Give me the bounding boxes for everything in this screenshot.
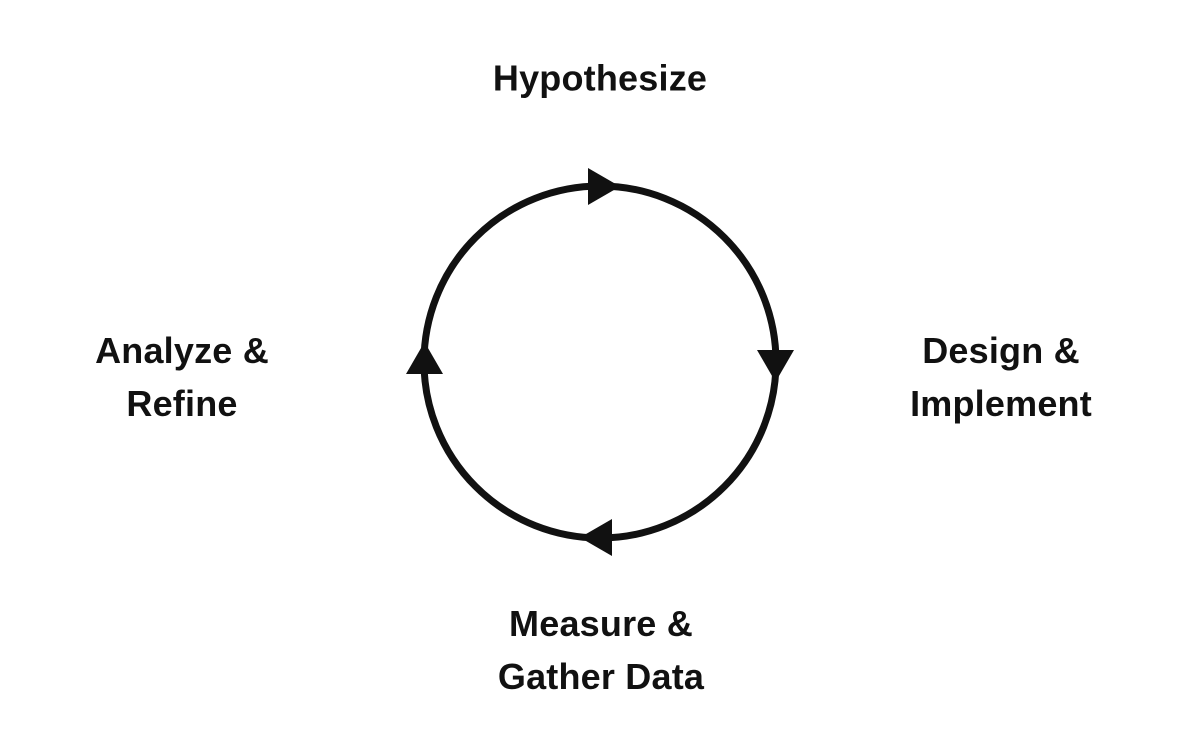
cycle-step-hypothesize: Hypothesize <box>492 57 708 99</box>
clockwise-arrowhead-top-icon <box>588 168 620 205</box>
cycle-step-design-implement: Design & Implement <box>910 330 1092 424</box>
clockwise-arrowhead-right-icon <box>757 350 794 382</box>
cycle-step-measure-gather-data: Measure & Gather Data <box>497 603 705 697</box>
clockwise-arrowhead-bottom-icon <box>580 519 612 556</box>
cycle-step-analyze-refine: Analyze & Refine <box>95 330 269 424</box>
cycle-circle <box>420 182 780 542</box>
clockwise-arrowhead-left-icon <box>406 342 443 374</box>
